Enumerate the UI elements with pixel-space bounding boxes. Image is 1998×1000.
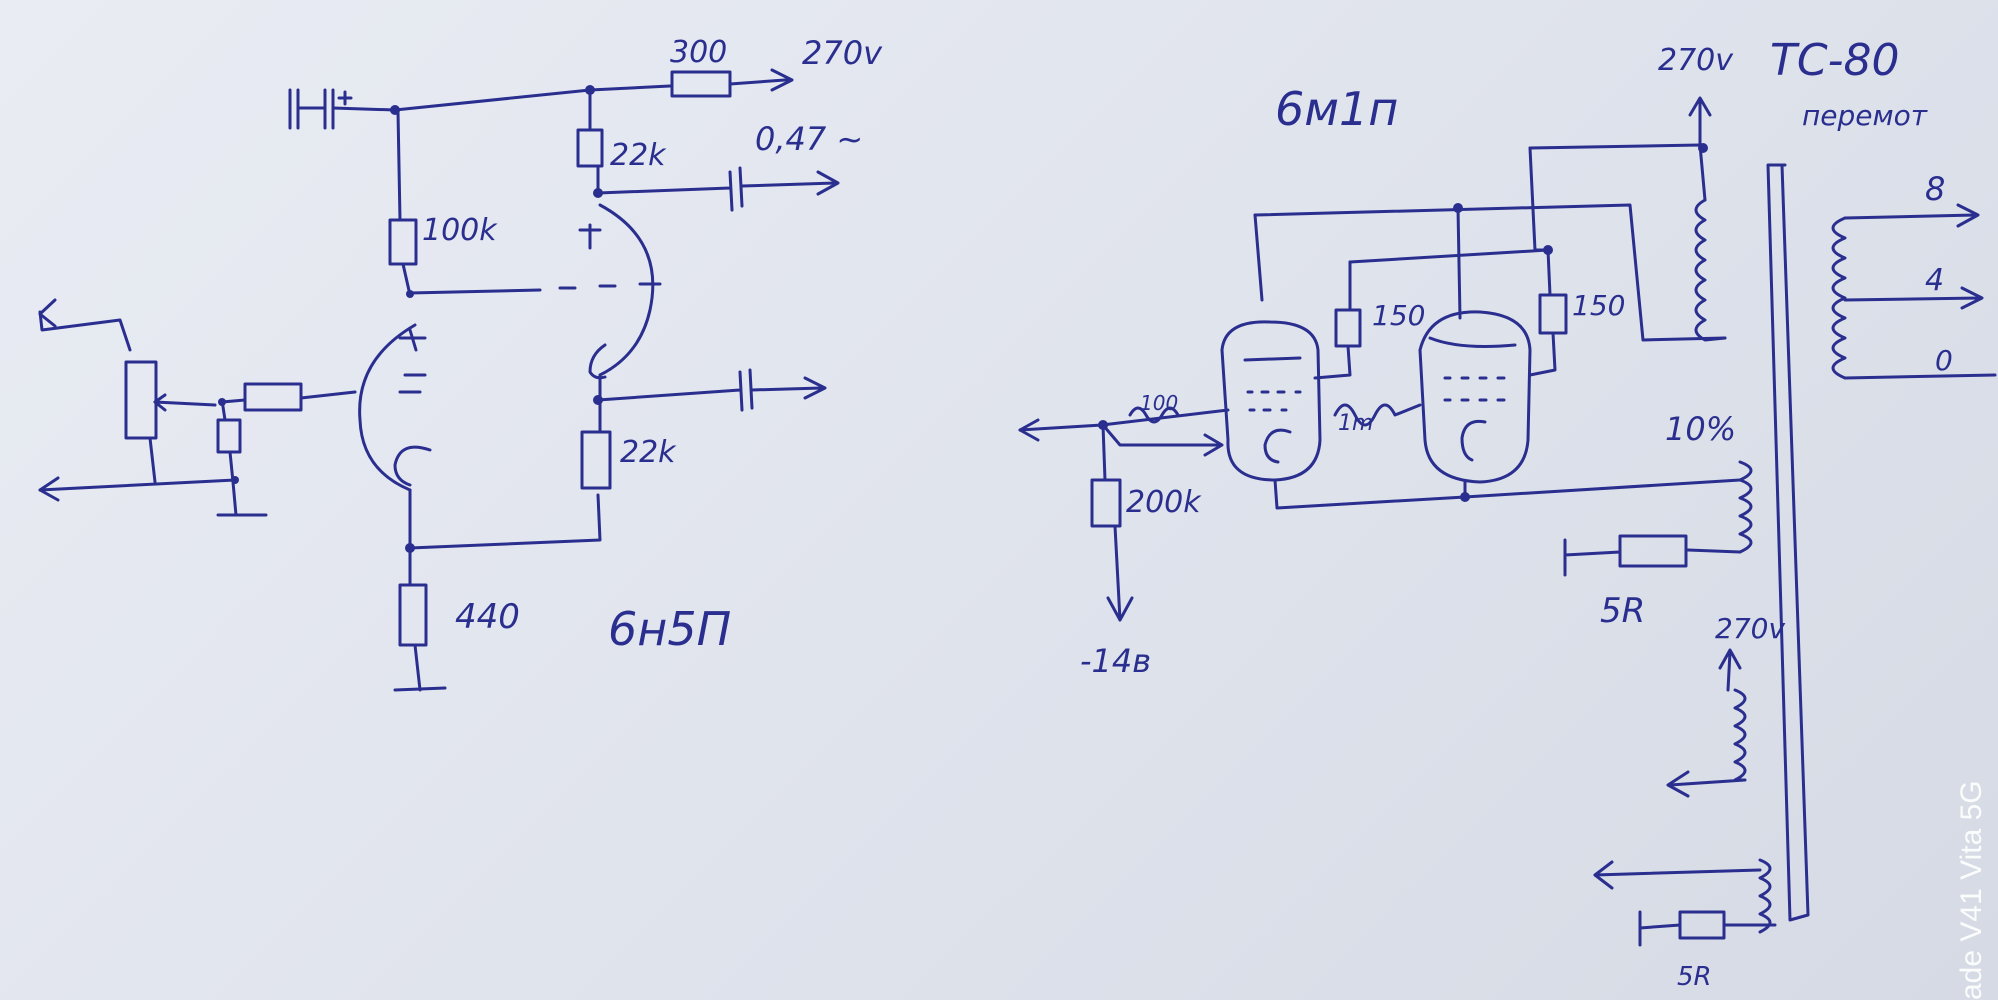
- feedback-winding: [1738, 460, 1753, 554]
- transformer-core: [1766, 163, 1810, 922]
- label-270v-lower: 270v: [1715, 612, 1785, 645]
- heater-winding-lower: [1593, 858, 1772, 934]
- resistor-22k-bottom: [580, 373, 612, 490]
- label-047: 0,47 ~: [755, 120, 863, 158]
- camera-watermark: ade V41 Vita 5G: [1955, 780, 1988, 1000]
- grid-stopper-resistor: [220, 382, 357, 412]
- label-150-left: 150: [1372, 299, 1425, 332]
- output-capacitor: [596, 166, 840, 212]
- label-270v-top: 270v: [802, 34, 883, 72]
- screen-resistor-150-right: [1528, 293, 1568, 377]
- input-grid-network: [1018, 406, 1230, 457]
- resistor-100k: [388, 110, 418, 297]
- label-200k: 200k: [1126, 485, 1202, 520]
- label-6m1p: 6м1п: [1275, 82, 1398, 136]
- label-300: 300: [670, 35, 727, 70]
- label-tap-0: 0: [1935, 344, 1953, 377]
- output-tube-left: [1220, 320, 1322, 482]
- label-100k: 100k: [422, 213, 498, 248]
- grid-leak-resistor: [216, 398, 268, 517]
- grid-resistor-1m: [1333, 403, 1422, 427]
- output-tube-right: [1418, 310, 1532, 484]
- supply-arrow-270v-lower: [1718, 648, 1742, 692]
- resistor-300: [670, 70, 787, 98]
- heater-winding-upper: [1666, 688, 1747, 798]
- cathode-output: [596, 368, 827, 412]
- bias-resistor-200k: [1090, 423, 1134, 622]
- label-minus14v: -14в: [1080, 642, 1151, 680]
- volume-pot: [38, 298, 237, 502]
- label-100-grid: 100: [1140, 391, 1178, 415]
- output-primary-wiring: [1253, 143, 1727, 342]
- label-tc80: TC-80: [1770, 35, 1899, 86]
- label-5r-bottom: 5R: [1677, 962, 1712, 992]
- cathode-line: [408, 488, 602, 550]
- supply-arrow-270v-trafo: [1688, 96, 1712, 147]
- label-6n5p: 6н5П: [608, 602, 731, 656]
- cathode-bus: [1273, 478, 1742, 510]
- resistor-5r-bottom: [1638, 910, 1777, 947]
- label-peremot: перемот: [1802, 99, 1928, 132]
- screen-resistor-150-left: [1313, 308, 1362, 380]
- resistor-22k-top: [576, 90, 604, 198]
- primary-winding: [1694, 198, 1727, 342]
- label-tap-4: 4: [1925, 263, 1944, 298]
- label-1m: 1m: [1338, 411, 1373, 436]
- resistor-440: [393, 546, 447, 692]
- label-5r-mid: 5R: [1600, 591, 1645, 631]
- label-150-right: 150: [1572, 289, 1625, 322]
- label-tap-8: 8: [1925, 170, 1945, 208]
- label-10pct: 10%: [1665, 410, 1736, 448]
- grid-bias-line: [408, 282, 662, 295]
- resistor-5r-mid: [1563, 534, 1742, 577]
- label-22k-top: 22k: [610, 138, 667, 173]
- label-22k-bottom: 22k: [620, 435, 677, 470]
- supply-arrow-270v: [770, 68, 794, 92]
- tube-6n5p: [358, 203, 655, 492]
- label-270v-trafo: 270v: [1658, 43, 1734, 78]
- label-440: 440: [455, 597, 520, 637]
- secondary-winding: [1831, 203, 1997, 380]
- input-capacitor: [288, 88, 353, 130]
- b-plus-line: [331, 84, 672, 115]
